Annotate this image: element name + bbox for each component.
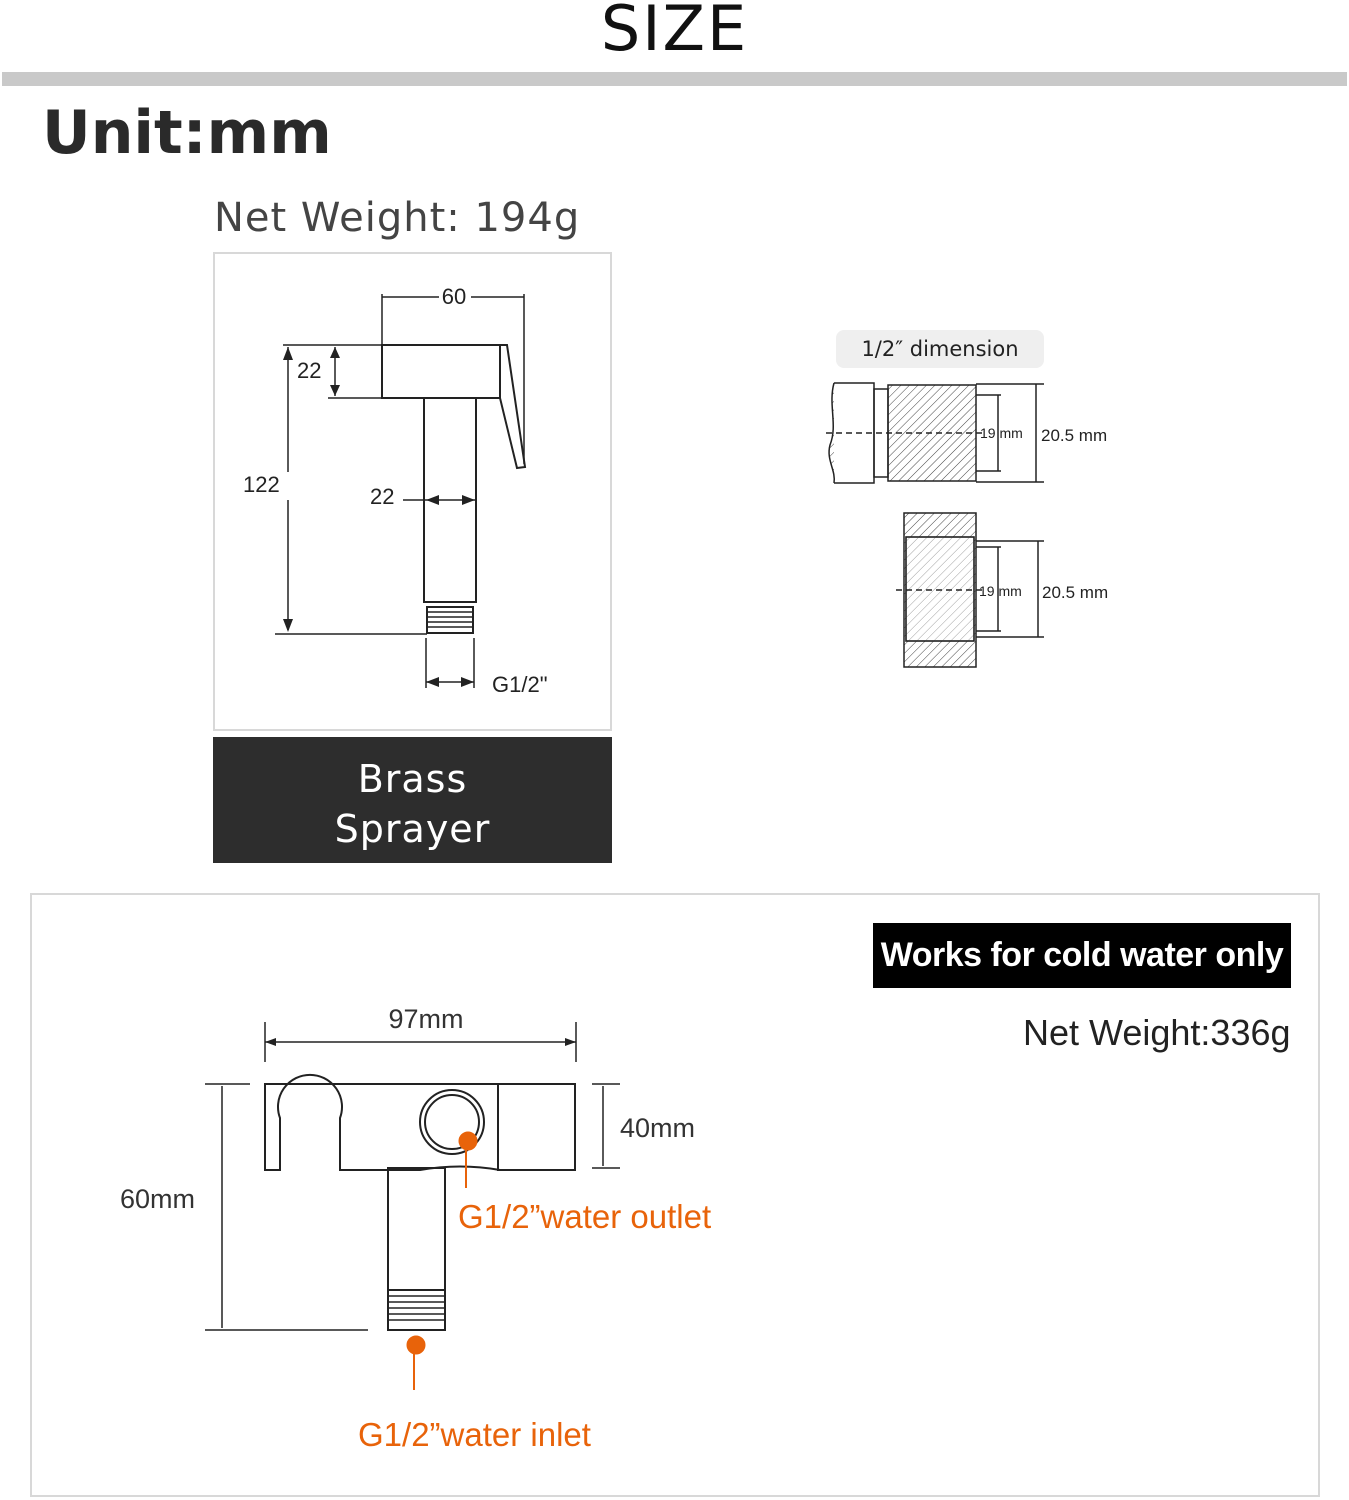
- holder-thread-lines: [388, 1295, 445, 1321]
- holder-connector-shape: [497, 1083, 576, 1171]
- sprayer-name-line1: Brass: [357, 757, 468, 801]
- male-outer-label: 20.5 mm: [1041, 426, 1107, 445]
- sprayer-trigger-shape: [499, 344, 527, 470]
- inlet-label: G1/2”water inlet: [358, 1416, 591, 1453]
- holder-inlet-thread: [387, 1289, 446, 1331]
- holder-height-label: 60mm: [120, 1184, 195, 1214]
- sprayer-head-label: 22: [297, 358, 321, 383]
- holder-depth-label: 40mm: [620, 1113, 695, 1143]
- holder-body-shape: [264, 1073, 576, 1171]
- cold-water-note: Works for cold water only: [873, 923, 1291, 988]
- sprayer-stem-label: 22: [370, 484, 394, 509]
- sprayer-name-line2: Sprayer: [334, 807, 491, 851]
- outlet-marker: [458, 1131, 478, 1151]
- sprayer-width-label: 60: [442, 284, 466, 309]
- thread-dimension-label: 1/2″ dimension: [836, 330, 1044, 368]
- female-outer-label: 20.5 mm: [1042, 583, 1108, 602]
- holder-outlet-ring: [419, 1089, 485, 1155]
- holder-width-label: 97mm: [388, 1004, 463, 1034]
- thread-diagram: 19 mm 20.5 mm 19 mm 20.5 mm: [826, 382, 1108, 668]
- page-title: SIZE: [600, 0, 749, 65]
- inlet-marker: [406, 1335, 426, 1355]
- sprayer-diagram-frame: [213, 252, 612, 731]
- sprayer-head-shape: [381, 344, 501, 399]
- holder-diagram-frame: [30, 893, 1320, 1497]
- female-thread-shape: [896, 512, 1044, 668]
- female-inner-label: 19 mm: [979, 583, 1022, 599]
- unit-label: Unit:mm: [42, 98, 332, 168]
- male-thread-shape: [826, 382, 1044, 484]
- sprayer-thread-label: G1/2": [492, 672, 548, 697]
- male-inner-label: 19 mm: [980, 425, 1023, 441]
- holder-net-weight: Net Weight:336g: [1023, 1012, 1291, 1053]
- sprayer-thread-shape: [426, 606, 474, 634]
- sprayer-name-panel: Brass Sprayer: [213, 737, 612, 863]
- sprayer-net-weight: Net Weight: 194g: [214, 195, 581, 241]
- holder-stem-shape: [387, 1167, 446, 1291]
- sprayer-thread-lines: [427, 611, 473, 628]
- sprayer-height-label: 122: [243, 472, 280, 497]
- title-divider: [2, 72, 1347, 86]
- holder-diagram: 97mm 60mm 40mm G1/2”water outlet G1/2”wa…: [120, 1004, 711, 1453]
- outlet-label: G1/2”water outlet: [458, 1198, 711, 1235]
- sprayer-diagram: 60 22 122 22 G1/2": [243, 284, 548, 697]
